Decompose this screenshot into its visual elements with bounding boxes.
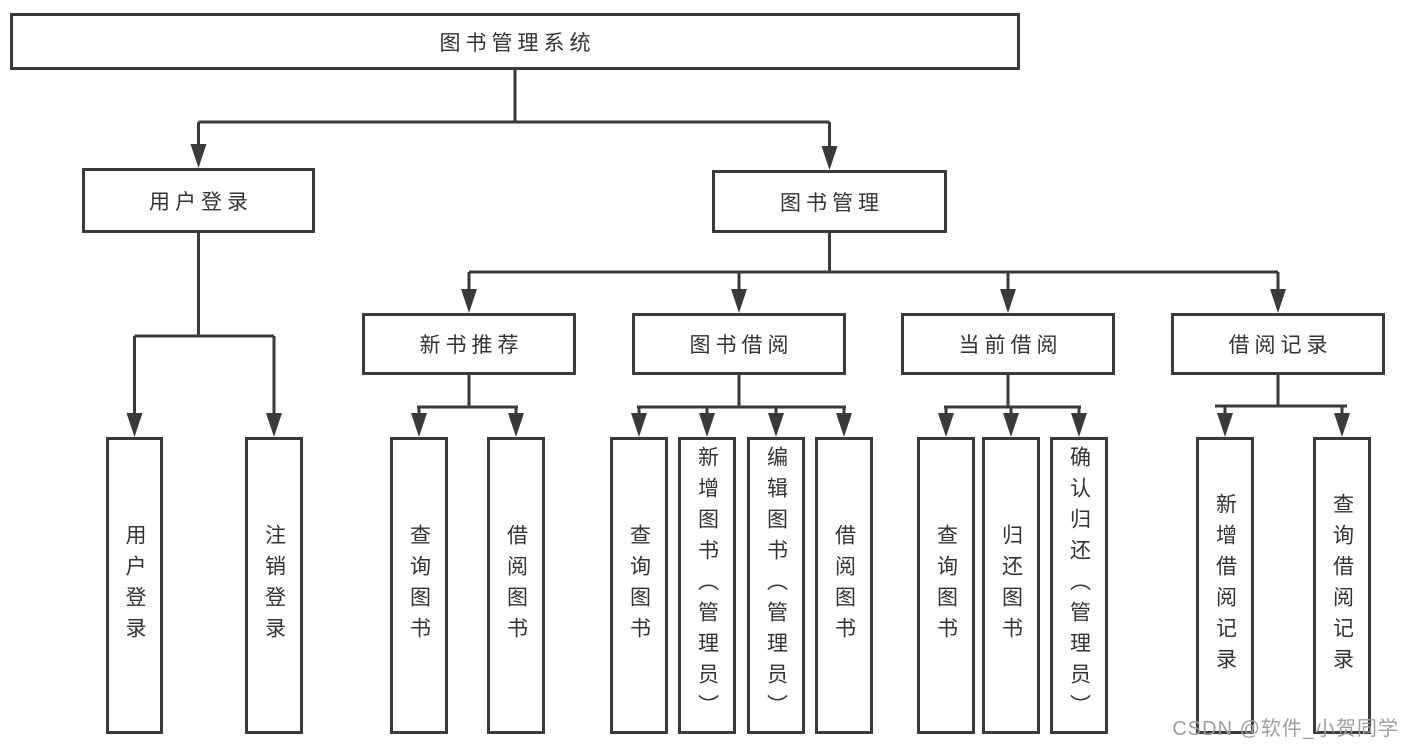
leaf-query-books-recommend: 查询图书 — [390, 437, 448, 734]
leaf-confirm-return-admin: 确认归还（管理员） — [1050, 437, 1108, 734]
leaf-label: 查询图书 — [627, 523, 651, 648]
node-book-borrow: 图书借阅 — [632, 313, 846, 375]
leaf-borrow-books: 借阅图书 — [815, 437, 873, 734]
node-borrow-records: 借阅记录 — [1171, 313, 1385, 375]
leaf-label: 注销登录 — [262, 523, 286, 648]
node-label: 新书推荐 — [419, 334, 524, 357]
leaf-user-login: 用户登录 — [106, 437, 163, 734]
node-label: 图书管理系统 — [439, 31, 596, 55]
leaf-return-books: 归还图书 — [982, 437, 1040, 734]
leaf-query-books-current: 查询图书 — [917, 437, 975, 734]
node-label: 图书管理 — [780, 191, 884, 215]
leaf-label: 用户登录 — [123, 523, 146, 648]
leaf-label: 编辑图书（管理员） — [764, 446, 788, 725]
node-label: 用户登录 — [149, 190, 253, 214]
node-label: 图书借阅 — [689, 334, 794, 357]
node-user-login: 用户登录 — [82, 168, 315, 233]
leaf-label: 查询图书 — [934, 523, 958, 648]
leaf-label: 新增借阅记录 — [1213, 492, 1237, 679]
node-label: 借阅记录 — [1228, 334, 1333, 357]
node-library-management-system: 图书管理系统 — [10, 13, 1020, 70]
leaf-label: 归还图书 — [999, 523, 1023, 648]
node-current-borrow: 当前借阅 — [901, 313, 1115, 375]
leaf-borrow-books-recommend: 借阅图书 — [487, 437, 545, 734]
leaf-add-books-admin: 新增图书（管理员） — [678, 437, 736, 734]
node-new-book-recommend: 新书推荐 — [362, 313, 576, 375]
leaf-query-books-borrow: 查询图书 — [610, 437, 668, 734]
csdn-watermark: CSDN @软件_小贺同学 — [1172, 718, 1399, 740]
leaf-label: 借阅图书 — [832, 523, 856, 648]
leaf-label: 查询图书 — [407, 523, 431, 648]
leaf-label: 借阅图书 — [504, 523, 528, 648]
leaf-edit-books-admin: 编辑图书（管理员） — [747, 437, 805, 734]
arrowhead-icons — [126, 144, 1350, 437]
node-book-management: 图书管理 — [712, 170, 947, 233]
node-label: 当前借阅 — [958, 334, 1063, 357]
leaf-label: 查询借阅记录 — [1330, 492, 1354, 679]
leaf-logout: 注销登录 — [245, 437, 303, 734]
leaf-label: 确认归还（管理员） — [1067, 446, 1091, 725]
leaf-add-borrow-record: 新增借阅记录 — [1196, 437, 1254, 734]
leaf-label: 新增图书（管理员） — [695, 446, 719, 725]
leaf-query-borrow-record: 查询借阅记录 — [1313, 437, 1371, 734]
